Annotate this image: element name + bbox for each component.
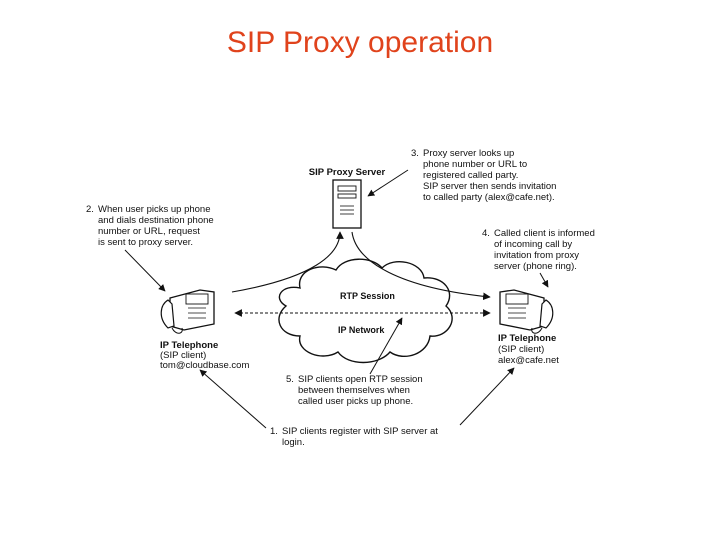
step-4-line-2: of incoming call by [494,239,572,250]
ip-network-label: IP Network [338,325,385,335]
proxy-server-icon [332,179,362,229]
proxy-to-left-phone-arrow [231,231,344,293]
left-phone-title: IP Telephone [160,340,218,351]
step-1-arrow-right [459,367,515,426]
step-3-line-3: registered called party. [423,170,518,181]
right-ip-phone-icon [499,289,554,334]
proxy-to-right-phone-arrow [351,231,491,301]
left-phone-role: (SIP client) [160,350,206,361]
step-5-note: 5. SIP clients open RTP session between … [286,374,423,407]
right-phone-title: IP Telephone [498,333,556,344]
step-4-line-4: server (phone ring). [494,261,577,272]
proxy-server-label: SIP Proxy Server [309,167,386,178]
step-5-arrow [369,317,403,375]
step-5-line-2: between themselves when [298,385,410,396]
step-2-number: 2. [86,204,94,215]
step-3-number: 3. [411,148,419,159]
right-phone-role: (SIP client) [498,344,544,355]
step-3-note: 3. Proxy server looks up phone number or… [411,148,556,203]
step-2-line-2: and dials destination phone [98,215,214,226]
step-4-line-1: Called client is informed [494,228,595,239]
step-1-line-2: login. [282,437,305,448]
step-3-arrow [367,169,409,197]
left-ip-phone-icon [160,289,215,334]
step-4-line-3: invitation from proxy [494,250,579,261]
step-5-number: 5. [286,374,294,385]
step-4-number: 4. [482,228,490,239]
step-2-note: 2. When user picks up phone and dials de… [86,204,214,248]
step-1-note: 1. SIP clients register with SIP server … [270,426,438,448]
step-2-arrow [124,249,166,292]
step-4-note: 4. Called client is informed of incoming… [482,228,595,272]
step-4-arrow [539,272,549,288]
step-3-line-2: phone number or URL to [423,159,527,170]
ip-network-cloud [278,258,453,364]
step-1-arrow-left [199,369,267,429]
step-2-line-1: When user picks up phone [98,204,210,215]
step-2-line-4: is sent to proxy server. [98,237,193,248]
step-1-number: 1. [270,426,278,437]
rtp-session-label: RTP Session [340,291,395,301]
right-phone-address: alex@cafe.net [498,355,559,366]
step-1-line-1: SIP clients register with SIP server at [282,426,438,437]
slide-title: SIP Proxy operation [226,26,494,59]
step-3-line-4: SIP server then sends invitation [423,181,556,192]
left-phone-address: tom@cloudbase.com [160,360,249,371]
step-3-line-5: to called party (alex@cafe.net). [423,192,555,203]
step-2-line-3: number or URL, request [98,226,200,237]
step-5-line-3: called user picks up phone. [298,396,413,407]
step-5-line-1: SIP clients open RTP session [298,374,423,385]
step-3-line-1: Proxy server looks up [423,148,514,159]
